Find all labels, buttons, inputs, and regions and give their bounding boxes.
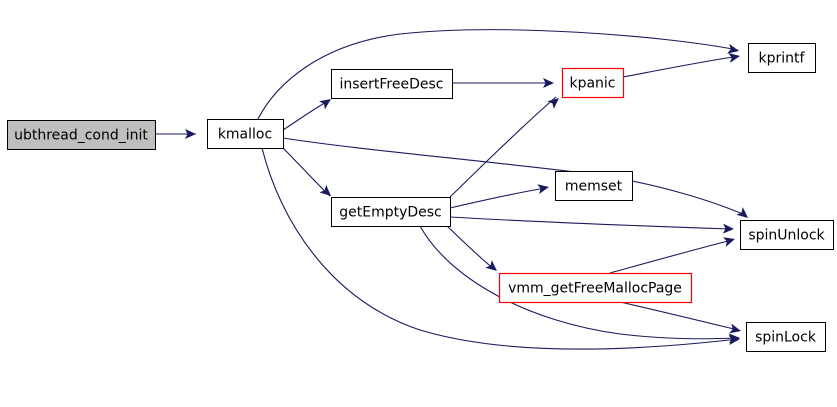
nodes-layer: ubthread_cond_init kmalloc insertFreeDesc k… (7, 43, 834, 352)
node-box-vmm_getFreeMallocPage[interactable] (498, 272, 693, 304)
node-box-spinLock[interactable] (746, 322, 826, 352)
edge-kpanic-to-kprintf (622, 55, 740, 78)
node-spinUnlock[interactable]: spinUnlock (740, 220, 834, 250)
edge-getEmptyDesc-to-kpanic (449, 96, 557, 198)
arrowhead-icon (723, 237, 735, 247)
arrowhead-icon (728, 52, 740, 63)
arrowhead-icon (537, 184, 549, 195)
node-label-vmm_getFreeMallocPage: vmm_getFreeMallocPage (508, 281, 682, 297)
node-memset[interactable]: memset (555, 171, 633, 201)
node-kmalloc[interactable]: kmalloc (207, 119, 284, 149)
node-kprintf[interactable]: kprintf (748, 43, 816, 73)
node-box-insertFreeDesc[interactable] (331, 69, 453, 99)
node-box-getEmptyDesc[interactable] (331, 197, 451, 227)
arrowhead-icon (185, 129, 196, 139)
edge-vmm_getFreeMallocPage-to-spinLock (619, 301, 739, 331)
arrowhead-icon (736, 207, 748, 218)
node-getEmptyDesc[interactable]: getEmptyDesc (331, 197, 451, 227)
node-box-ubthread_cond_init[interactable] (7, 120, 156, 150)
edge-kmalloc-to-kprintf (257, 29, 739, 120)
node-label-kpanic: kpanic (569, 76, 615, 92)
edge-vmm_getFreeMallocPage-to-spinUnlock (609, 239, 733, 274)
node-label-kprintf: kprintf (759, 51, 806, 67)
node-box-kpanic[interactable] (561, 67, 625, 99)
edge-getEmptyDesc-to-memset (449, 187, 547, 209)
node-vmm_getFreeMallocPage[interactable]: vmm_getFreeMallocPage (498, 272, 693, 304)
node-label-getEmptyDesc: getEmptyDesc (339, 205, 442, 221)
edge-getEmptyDesc-to-spinUnlock (449, 216, 732, 230)
node-insertFreeDesc[interactable]: insertFreeDesc (331, 69, 453, 99)
node-label-memset: memset (565, 179, 623, 195)
node-label-spinLock: spinLock (755, 330, 817, 346)
arrowhead-icon (319, 184, 331, 196)
arrowhead-icon (729, 323, 741, 334)
edge-kmalloc-to-getEmptyDesc (282, 147, 331, 197)
node-box-memset[interactable] (555, 171, 633, 201)
node-ubthread_cond_init[interactable]: ubthread_cond_init (7, 120, 156, 150)
node-kpanic[interactable]: kpanic (561, 67, 625, 99)
node-box-kprintf[interactable] (748, 43, 816, 73)
edge-kmalloc-to-insertFreeDesc (282, 99, 331, 131)
edge-kmalloc-to-spinLock (261, 147, 739, 350)
arrowhead-icon (722, 223, 734, 234)
arrowhead-icon (485, 260, 497, 271)
arrowheads-layer (185, 43, 748, 345)
arrowhead-icon (547, 98, 559, 109)
arrowhead-icon (543, 78, 554, 88)
node-label-insertFreeDesc: insertFreeDesc (339, 77, 443, 93)
node-label-spinUnlock: spinUnlock (748, 228, 825, 244)
edge-getEmptyDesc-to-spinLock (419, 225, 738, 340)
node-label-ubthread_cond_init: ubthread_cond_init (14, 128, 148, 144)
node-box-kmalloc[interactable] (207, 119, 284, 149)
arrowhead-icon (727, 43, 739, 54)
node-box-spinUnlock[interactable] (740, 220, 834, 250)
arrowhead-icon (319, 99, 331, 110)
node-spinLock[interactable]: spinLock (746, 322, 826, 352)
node-label-kmalloc: kmalloc (218, 127, 272, 143)
edge-getEmptyDesc-to-vmm_getFreeMallocPage (446, 225, 495, 270)
arrowhead-icon (728, 333, 740, 344)
